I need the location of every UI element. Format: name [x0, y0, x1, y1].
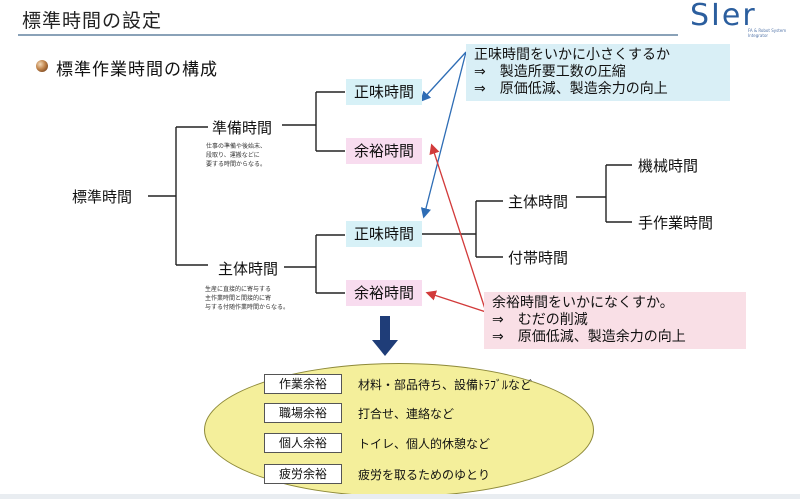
node-main-time: 主体時間: [218, 260, 279, 278]
title-divider: [18, 34, 678, 36]
bullet-icon: [36, 60, 48, 72]
node-prep-time: 準備時間: [212, 119, 273, 137]
allowance-type-desc: 疲労を取るためのゆとり: [358, 468, 491, 482]
allowance-type-label: 疲労余裕: [264, 464, 342, 484]
allowance-type-label: 個人余裕: [264, 433, 342, 453]
node-machine-time: 機械時間: [638, 157, 699, 175]
company-logo: SIer FA & Robot System Integrator: [690, 0, 790, 42]
net-callout-line-2: ⇒ 製造所要工数の圧縮: [474, 64, 626, 80]
allowance-time-callout: 余裕時間をいかになくすか。 ⇒ むだの削減 ⇒ 原価低減、製造余力の向上: [484, 292, 746, 349]
bottom-bar: [0, 494, 800, 499]
main-note: 生産に直接的に寄与する 主作業時間と間接的に寄 与する付随作業時間からなる。: [205, 286, 290, 311]
page-title: 標準時間の設定: [22, 10, 163, 32]
allowance-callout-line-2: ⇒ むだの削減: [492, 312, 588, 328]
section-subtitle: 標準作業時間の構成: [56, 60, 218, 80]
prep-net-time-box: 正味時間: [346, 79, 422, 105]
allowance-type-label: 職場余裕: [264, 403, 342, 423]
allowance-callout-line-1: 余裕時間をいかになくすか。: [492, 295, 674, 311]
allowance-type-desc: 打合せ、連絡など: [358, 407, 455, 421]
logo-subtext: FA & Robot System Integrator: [748, 28, 787, 38]
logo-text: SIer: [690, 0, 757, 33]
main-allowance-time-box: 余裕時間: [346, 280, 422, 306]
main-net-time-box: 正味時間: [346, 221, 422, 247]
node-standard-time: 標準時間: [72, 188, 133, 206]
node-main-work-time: 主体時間: [508, 193, 569, 211]
allowance-type-desc: トイレ、個人的休憩など: [358, 437, 491, 451]
allowance-type-label: 作業余裕: [264, 374, 342, 394]
node-manual-time: 手作業時間: [638, 214, 714, 232]
net-callout-line-1: 正味時間をいかに小さくするか: [474, 47, 670, 63]
net-time-callout: 正味時間をいかに小さくするか ⇒ 製造所要工数の圧縮 ⇒ 原価低減、製造余力の向…: [466, 44, 730, 101]
node-incidental-time: 付帯時間: [508, 249, 569, 267]
allowance-callout-line-3: ⇒ 原価低減、製造余力の向上: [492, 329, 686, 345]
net-callout-line-3: ⇒ 原価低減、製造余力の向上: [474, 81, 668, 97]
prep-allowance-time-box: 余裕時間: [346, 138, 422, 164]
prep-note: 仕事の準備や後始末、 段取り、運搬などに 要する時間からなる。: [206, 143, 267, 168]
allowance-type-desc: 材料・部品待ち、設備ﾄﾗﾌﾞﾙなど: [358, 378, 533, 392]
